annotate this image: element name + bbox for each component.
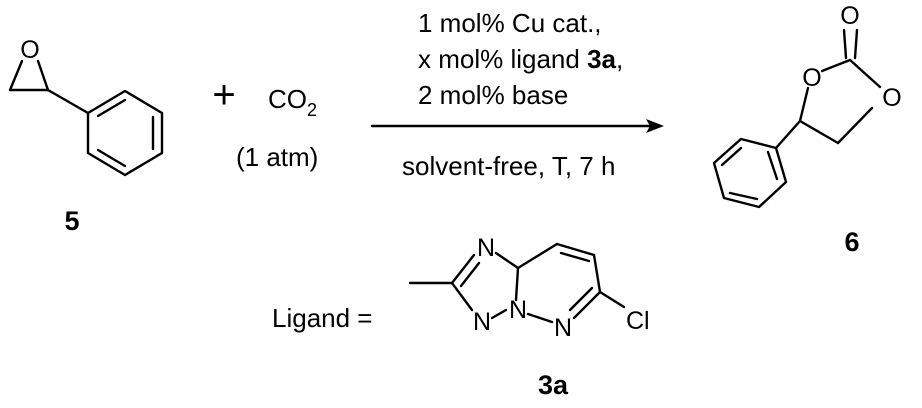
triazole-n3-n4 [490,308,508,320]
pyridazine-n5-n4 [526,312,554,324]
phenyl-ring-product [712,137,788,209]
co2-formula: CO2 [268,84,317,120]
condition-line-2: x mol% ligand 3a, [418,44,623,74]
pyridazine-c6-n5 [572,290,602,320]
triazole-n1-c8a [494,251,520,270]
reaction-arrow [370,119,664,133]
styrene-oxide-structure [8,59,164,177]
carbonyl-oxygen-atom: O [840,2,859,30]
reactant-label: 5 [64,206,79,236]
triazole-c2-n1-b [459,261,481,288]
triazole-c8a-n4 [514,266,520,302]
carbonate-c-o-left [820,58,852,73]
product-to-phenyl-bond [774,119,802,150]
condition-line-2-bold: 3a [587,44,616,74]
ligand-nitrogen-left-atom: N [473,308,491,336]
pyridazine-c7-c6 [592,253,602,294]
triazole-c2-n1-a [450,253,476,285]
co2-formula-subscript: 2 [307,100,317,120]
triazole-c2-n3 [450,281,474,312]
pyridazine-c8-c7 [555,242,596,257]
epoxide-bond-c-o-left [8,59,24,92]
ligand-nitrogen-bottom-atom: N [554,314,572,342]
pyridazine-c8-c7-double [559,251,591,263]
ligand-nitrogen-top-atom: N [477,234,495,262]
co2-formula-main: CO [268,84,307,114]
carbonate-o-ch [798,86,810,123]
phenyl-double-bond-1 [96,98,127,118]
chlorine-bond [598,290,626,309]
carbonyl-double-bond-a [842,28,848,60]
condition-below-arrow: solvent-free, T, 7 h [402,151,615,181]
condition-line-2-prefix: x mol% ligand [418,44,587,74]
ligand-label: 3a [538,370,569,400]
carbonate-ch-ch2 [798,119,840,145]
carbonate-c-o-right [848,58,882,89]
product-phenyl-double-bond-1 [720,146,743,167]
product-phenyl-double-bond-3 [766,150,779,181]
ring-oxygen-left-atom: O [802,64,821,92]
condition-line-2-suffix: , [616,44,623,74]
condition-line-1: 1 mol% Cu cat., [418,8,602,38]
condition-line-3: 2 mol% base [418,80,568,110]
carbonate-ch2-o [836,106,874,145]
co2-pressure: (1 atm) [236,142,318,172]
epoxide-to-phenyl-bond [46,88,90,115]
phenyl-ring-reactant [86,89,164,177]
ring-oxygen-right-atom: O [882,84,901,112]
reaction-arrow-head [646,119,664,133]
product-phenyl-double-bond-2 [728,191,759,201]
ligand-3a-structure [408,242,626,324]
epoxide-oxygen-atom: O [20,36,39,64]
pyridazine-c6-n5-double [568,286,594,312]
ligand-chlorine-atom: Cl [626,307,650,335]
ligand-nitrogen-bridge-atom: N [509,296,527,324]
styrene-carbonate-structure [712,28,882,209]
epoxide-bond-c-o-right [36,59,50,92]
plus-sign: + [212,73,235,117]
product-label: 6 [844,227,859,257]
ligand-prefix: Ligand = [272,303,372,333]
carbonyl-double-bond-b [853,28,859,60]
pyridazine-c8a-c8 [516,242,559,270]
phenyl-double-bond-3 [96,148,127,168]
